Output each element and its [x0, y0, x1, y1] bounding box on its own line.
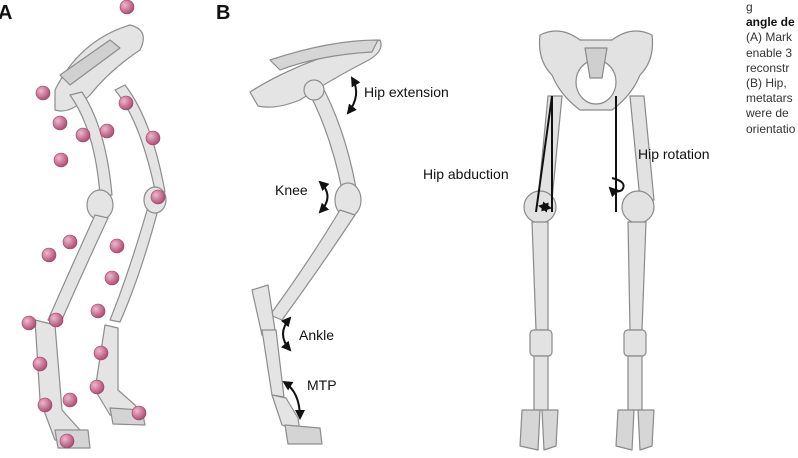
- hoof-left: [520, 410, 558, 450]
- tibia-far-a: [110, 200, 160, 322]
- label-hip-rotation: Hip rotation: [638, 147, 710, 161]
- marker: [110, 239, 124, 253]
- marker: [63, 235, 77, 249]
- foot-near-a: [35, 320, 85, 445]
- marker: [76, 128, 90, 142]
- marker: [53, 116, 67, 130]
- marker: [91, 304, 105, 318]
- ankle-arrow: [283, 318, 290, 350]
- femoral-head-b: [304, 80, 324, 100]
- caption-line-3: enable 3: [746, 46, 798, 61]
- marker: [146, 131, 160, 145]
- tarsal-right: [624, 330, 646, 356]
- marker: [60, 434, 74, 448]
- femur-near-a: [70, 92, 112, 195]
- marker: [38, 398, 52, 412]
- metatarsal-b: [262, 330, 284, 397]
- panel-letter-b: B: [216, 3, 230, 23]
- foot-far-a: [95, 325, 140, 420]
- marker: [105, 271, 119, 285]
- tarsals-b: [252, 285, 275, 335]
- marker: [90, 380, 104, 394]
- label-knee: Knee: [275, 183, 308, 197]
- caption-line-0: g: [746, 0, 798, 15]
- caption-line-8: orientatio: [746, 122, 798, 137]
- label-hip-extension: Hip extension: [364, 85, 449, 99]
- marker: [22, 316, 36, 330]
- knee-near-a: [87, 190, 113, 220]
- label-hip-abduction: Hip abduction: [423, 167, 509, 181]
- knee-right: [622, 191, 654, 223]
- caption-line-5: (B) Hip,: [746, 76, 798, 91]
- hoof-b: [285, 425, 322, 444]
- marker: [54, 153, 68, 167]
- panel-b-front-skeleton: [520, 31, 654, 450]
- caption-line-4: reconstr: [746, 61, 798, 76]
- marker: [94, 346, 108, 360]
- marker: [119, 96, 133, 110]
- tibia-right: [628, 222, 646, 330]
- marker: [49, 313, 63, 327]
- panel-letter-a: A: [0, 3, 12, 23]
- metatarsal-left: [534, 356, 548, 410]
- tibia-left: [532, 222, 548, 330]
- label-mtp: MTP: [307, 378, 337, 392]
- tibia-b: [270, 210, 355, 320]
- tarsal-left: [530, 330, 552, 356]
- marker: [63, 393, 77, 407]
- caption-line-6: metatars: [746, 91, 798, 106]
- marker: [132, 406, 146, 420]
- caption-line-2: (A) Mark: [746, 30, 798, 45]
- caption-line-7: were de: [746, 106, 798, 121]
- hoof-right: [616, 410, 654, 450]
- marker: [100, 124, 114, 138]
- marker: [33, 357, 47, 371]
- marker: [120, 0, 134, 14]
- figure-caption: g angle de (A) Mark enable 3 reconstr (B…: [746, 0, 798, 137]
- marker: [42, 248, 56, 262]
- caption-line-1: angle de: [746, 15, 798, 30]
- marker: [151, 190, 165, 204]
- label-ankle: Ankle: [299, 328, 334, 342]
- marker: [36, 86, 50, 100]
- hip-extension-arrow: [348, 78, 356, 113]
- knee-arrow: [320, 182, 328, 212]
- metatarsal-right: [628, 356, 642, 410]
